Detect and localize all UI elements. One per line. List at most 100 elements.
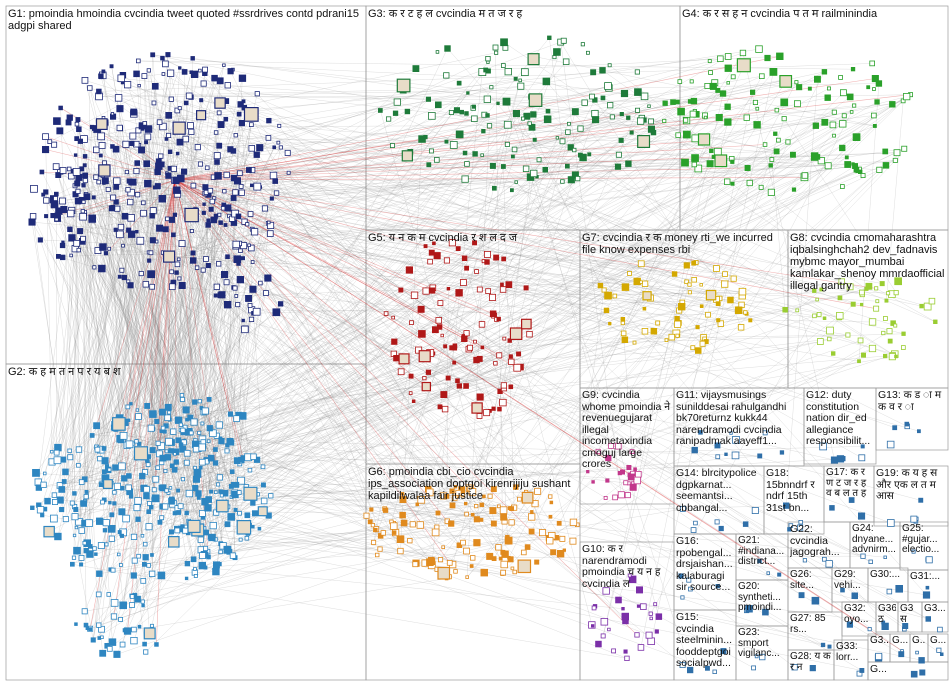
node <box>227 68 234 75</box>
edge <box>252 96 907 527</box>
edge <box>136 102 785 508</box>
node <box>647 637 655 646</box>
edge <box>503 289 678 325</box>
node <box>587 152 592 157</box>
node <box>272 178 278 184</box>
node <box>795 308 800 313</box>
node <box>448 239 456 247</box>
edge-highlight <box>174 179 877 309</box>
edge <box>121 270 137 442</box>
node <box>206 439 211 443</box>
node <box>460 539 466 546</box>
edge <box>121 202 144 512</box>
edge <box>421 333 929 620</box>
avatar-node <box>520 318 532 330</box>
node <box>655 613 663 620</box>
edge <box>136 170 448 497</box>
node <box>719 90 727 97</box>
node <box>202 202 206 206</box>
node <box>185 417 189 422</box>
node <box>201 407 209 415</box>
node <box>131 557 138 564</box>
edge <box>171 273 726 502</box>
edge <box>38 171 158 488</box>
node <box>119 267 125 273</box>
node <box>485 288 492 295</box>
edge <box>276 164 848 194</box>
node <box>97 542 105 549</box>
node <box>622 617 629 625</box>
node <box>662 100 668 106</box>
edge <box>191 214 682 307</box>
edge <box>76 135 134 528</box>
edge <box>493 169 880 524</box>
node <box>237 476 245 485</box>
edge <box>31 222 76 510</box>
edge <box>129 147 275 445</box>
edge <box>110 131 484 570</box>
node <box>96 622 102 628</box>
edge <box>133 111 862 305</box>
edge <box>268 78 516 121</box>
node <box>411 399 416 403</box>
node <box>502 336 507 341</box>
edge <box>83 201 87 626</box>
edge <box>570 56 729 148</box>
node <box>50 200 59 209</box>
edge <box>203 83 622 115</box>
node <box>79 212 87 221</box>
node <box>176 138 184 146</box>
edge <box>224 274 511 388</box>
node <box>133 70 140 78</box>
edge <box>91 219 222 442</box>
node <box>754 654 759 659</box>
edge-highlight <box>96 179 176 426</box>
node <box>137 84 141 88</box>
edge <box>76 123 505 339</box>
edge <box>386 313 501 392</box>
edge <box>461 489 506 555</box>
node <box>925 585 930 590</box>
node <box>634 69 640 75</box>
node <box>116 124 123 131</box>
node <box>194 265 200 270</box>
edge <box>208 289 254 400</box>
edge <box>136 162 381 536</box>
edge <box>487 98 696 139</box>
edge <box>159 78 215 454</box>
edge <box>78 73 171 466</box>
node <box>751 506 759 514</box>
node <box>140 599 145 604</box>
edge <box>503 166 884 623</box>
node <box>791 187 797 192</box>
node <box>238 412 247 420</box>
node <box>119 431 128 440</box>
node <box>103 251 108 256</box>
edge <box>114 285 131 493</box>
node <box>390 522 398 530</box>
edge <box>83 87 91 504</box>
node <box>602 587 610 595</box>
node <box>898 651 905 658</box>
edge <box>181 394 432 562</box>
node <box>480 153 484 157</box>
node <box>861 352 867 358</box>
node <box>495 544 502 551</box>
node <box>517 82 525 90</box>
node <box>56 253 61 259</box>
node <box>815 297 819 302</box>
node <box>95 591 102 598</box>
node <box>509 188 514 193</box>
edge <box>102 75 207 554</box>
node <box>160 425 166 431</box>
node <box>807 86 812 91</box>
node <box>501 550 509 558</box>
edge <box>184 193 206 428</box>
node <box>410 291 419 299</box>
edge <box>119 137 269 421</box>
edge <box>162 96 907 507</box>
node <box>412 561 419 568</box>
node <box>677 79 683 84</box>
edge <box>507 113 517 145</box>
node <box>81 183 86 188</box>
